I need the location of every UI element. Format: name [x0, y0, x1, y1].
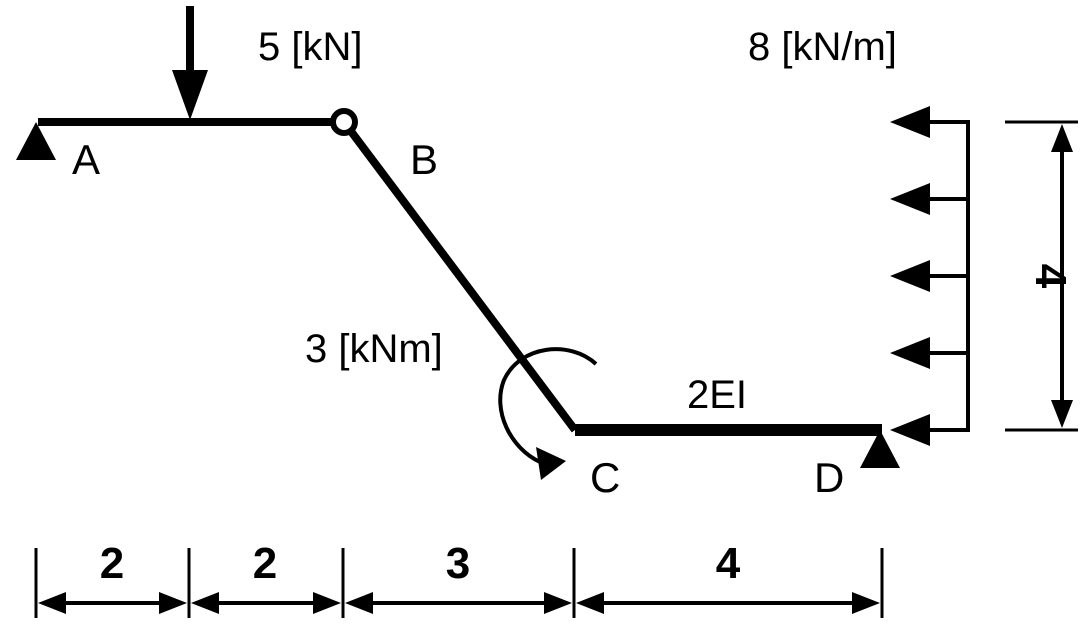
dimension-label: 3 — [446, 539, 470, 588]
distributed-load-label: 8 [kN/m] — [748, 25, 897, 69]
hinge-b-icon — [330, 108, 358, 136]
node-label-d: D — [814, 454, 844, 501]
point-load-arrow-icon — [172, 6, 208, 120]
load-arrow-icon — [890, 414, 968, 446]
distributed-load-icon — [890, 106, 970, 446]
load-arrow-icon — [890, 183, 968, 215]
load-arrow-icon — [890, 337, 968, 369]
moment-arrow-icon — [498, 347, 598, 480]
member-bc — [340, 119, 579, 433]
dimension-label: 2 — [253, 539, 277, 588]
load-arrow-icon — [890, 260, 968, 292]
vertical-dimension — [1005, 120, 1078, 432]
node-label-a: A — [72, 136, 100, 183]
dimension-label: 2 — [100, 539, 124, 588]
stiffness-label: 2EI — [687, 373, 747, 417]
node-label-b: B — [410, 136, 438, 183]
node-label-c: C — [590, 454, 620, 501]
horizontal-dimensions — [34, 548, 884, 618]
moment-label: 3 [kNm] — [305, 327, 443, 371]
dimension-label: 4 — [716, 539, 741, 588]
pin-support-a-icon — [16, 122, 56, 160]
point-load-label: 5 [kN] — [258, 25, 362, 69]
pin-support-d-icon — [860, 430, 900, 468]
height-dimension-label: 4 — [1026, 264, 1075, 289]
load-arrow-icon — [890, 106, 968, 138]
